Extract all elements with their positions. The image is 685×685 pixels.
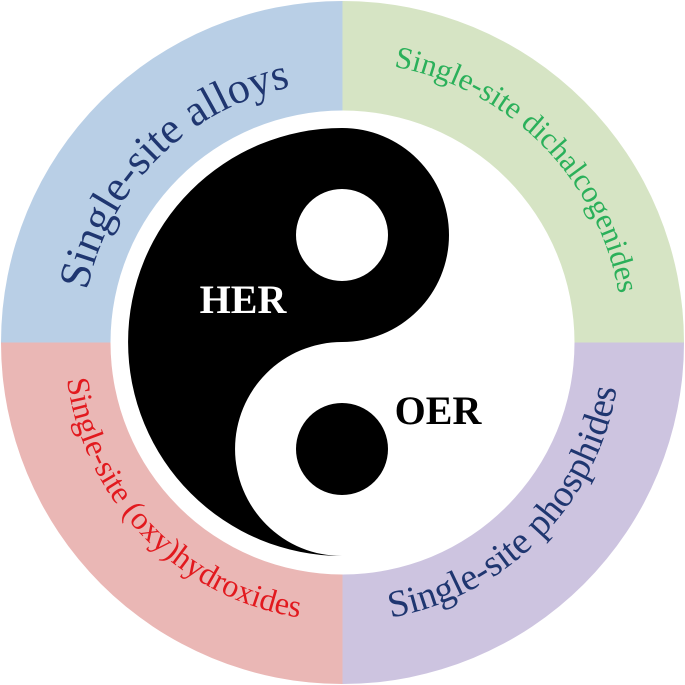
yang-eye <box>296 189 388 281</box>
yin-eye <box>296 403 388 495</box>
oer-label: OER <box>395 388 483 433</box>
her-label: HER <box>200 277 288 322</box>
yin-yang-symbol <box>128 128 556 556</box>
